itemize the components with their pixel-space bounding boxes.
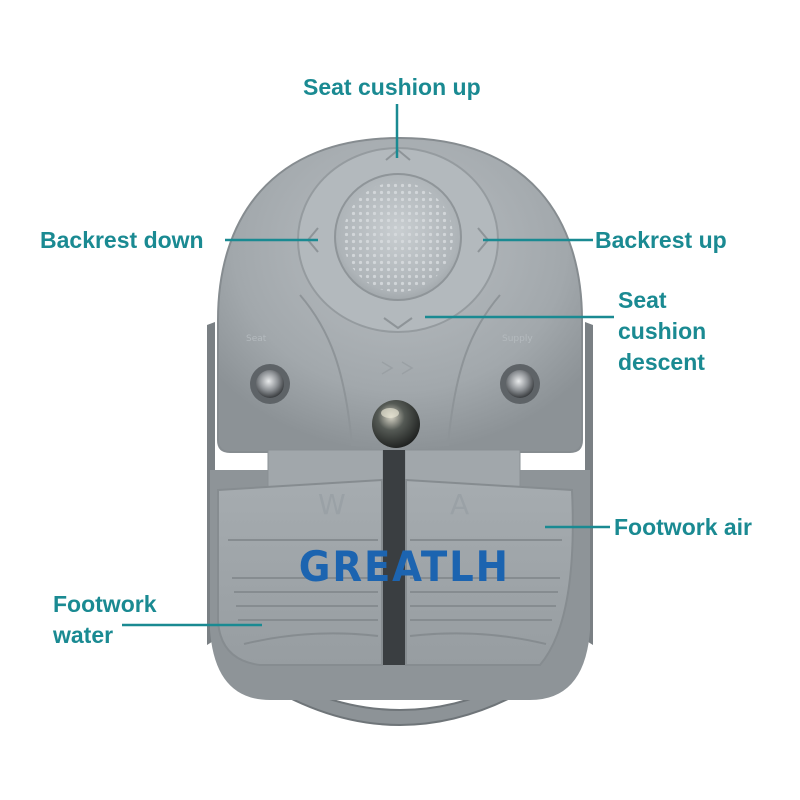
label-seat-descent-line3: descent [618, 349, 705, 375]
center-knob [372, 400, 420, 448]
label-backrest-down: Backrest down [40, 227, 204, 253]
right-button-text: Supply [502, 334, 533, 344]
air-pedal [405, 478, 574, 666]
label-footwork-air: Footwork air [614, 514, 753, 540]
label-seat-cushion-up: Seat cushion up [303, 74, 481, 100]
air-pedal-letter: A [450, 488, 470, 521]
label-seat-descent-line2: cushion [618, 318, 707, 344]
label-backrest-up: Backrest up [595, 227, 727, 253]
label-footwork-water-line2: water [53, 622, 114, 648]
down-arrow-icon [383, 317, 413, 330]
label-footwork-water-line1: Footwork [53, 591, 157, 617]
label-seat-descent-line1: Seat [618, 287, 667, 313]
left-button-text: Seat [246, 334, 267, 344]
water-pedal-letter: W [318, 488, 346, 521]
brand-logo: GREATLH [298, 542, 510, 591]
